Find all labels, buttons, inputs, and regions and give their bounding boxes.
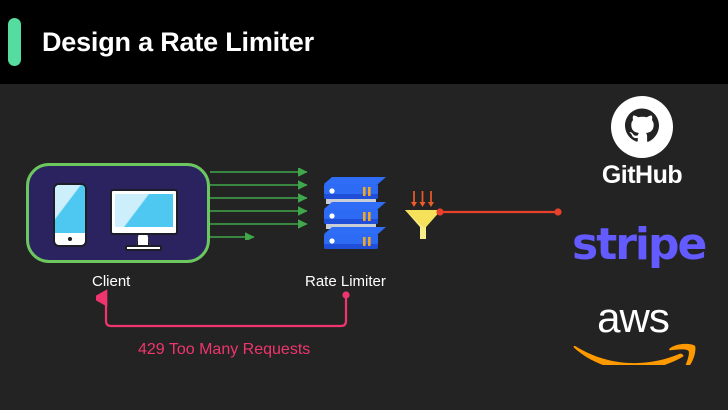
- aws-wordmark: aws: [597, 294, 670, 341]
- error-response-path: [96, 289, 350, 328]
- monitor-screen: [115, 194, 173, 227]
- header-bar: Design a Rate Limiter: [0, 0, 728, 84]
- upstream-link: [436, 208, 562, 216]
- phone-screen: [55, 185, 85, 233]
- server-rack-icon: [324, 177, 386, 249]
- monitor-stand-base: [125, 245, 162, 251]
- github-logo: GitHub: [592, 96, 692, 190]
- phone-home-button-icon: [68, 237, 72, 241]
- aws-logo: aws: [570, 294, 696, 371]
- request-arrows-group: [210, 168, 308, 240]
- phone-device-icon: [53, 183, 87, 247]
- server-tier: [324, 227, 386, 249]
- stripe-logo: stripe: [572, 219, 707, 270]
- client-label: Client: [92, 273, 131, 290]
- stripe-wordmark: stripe: [572, 219, 707, 270]
- error-response-text: 429 Too Many Requests: [138, 341, 311, 358]
- rate-limiter-label: Rate Limiter: [305, 273, 386, 290]
- funnel-input-arrows: [413, 191, 432, 203]
- aws-swoosh-icon: [573, 343, 696, 371]
- accent-pill-icon: [8, 18, 21, 66]
- server-tier: [324, 202, 386, 229]
- page-title: Design a Rate Limiter: [42, 26, 314, 57]
- github-mark-icon: [611, 96, 673, 158]
- request-arrow: [210, 168, 308, 240]
- monitor-device-icon: [110, 189, 178, 235]
- server-tier: [324, 177, 386, 204]
- funnel-icon: [405, 191, 441, 239]
- github-wordmark: GitHub: [601, 161, 683, 189]
